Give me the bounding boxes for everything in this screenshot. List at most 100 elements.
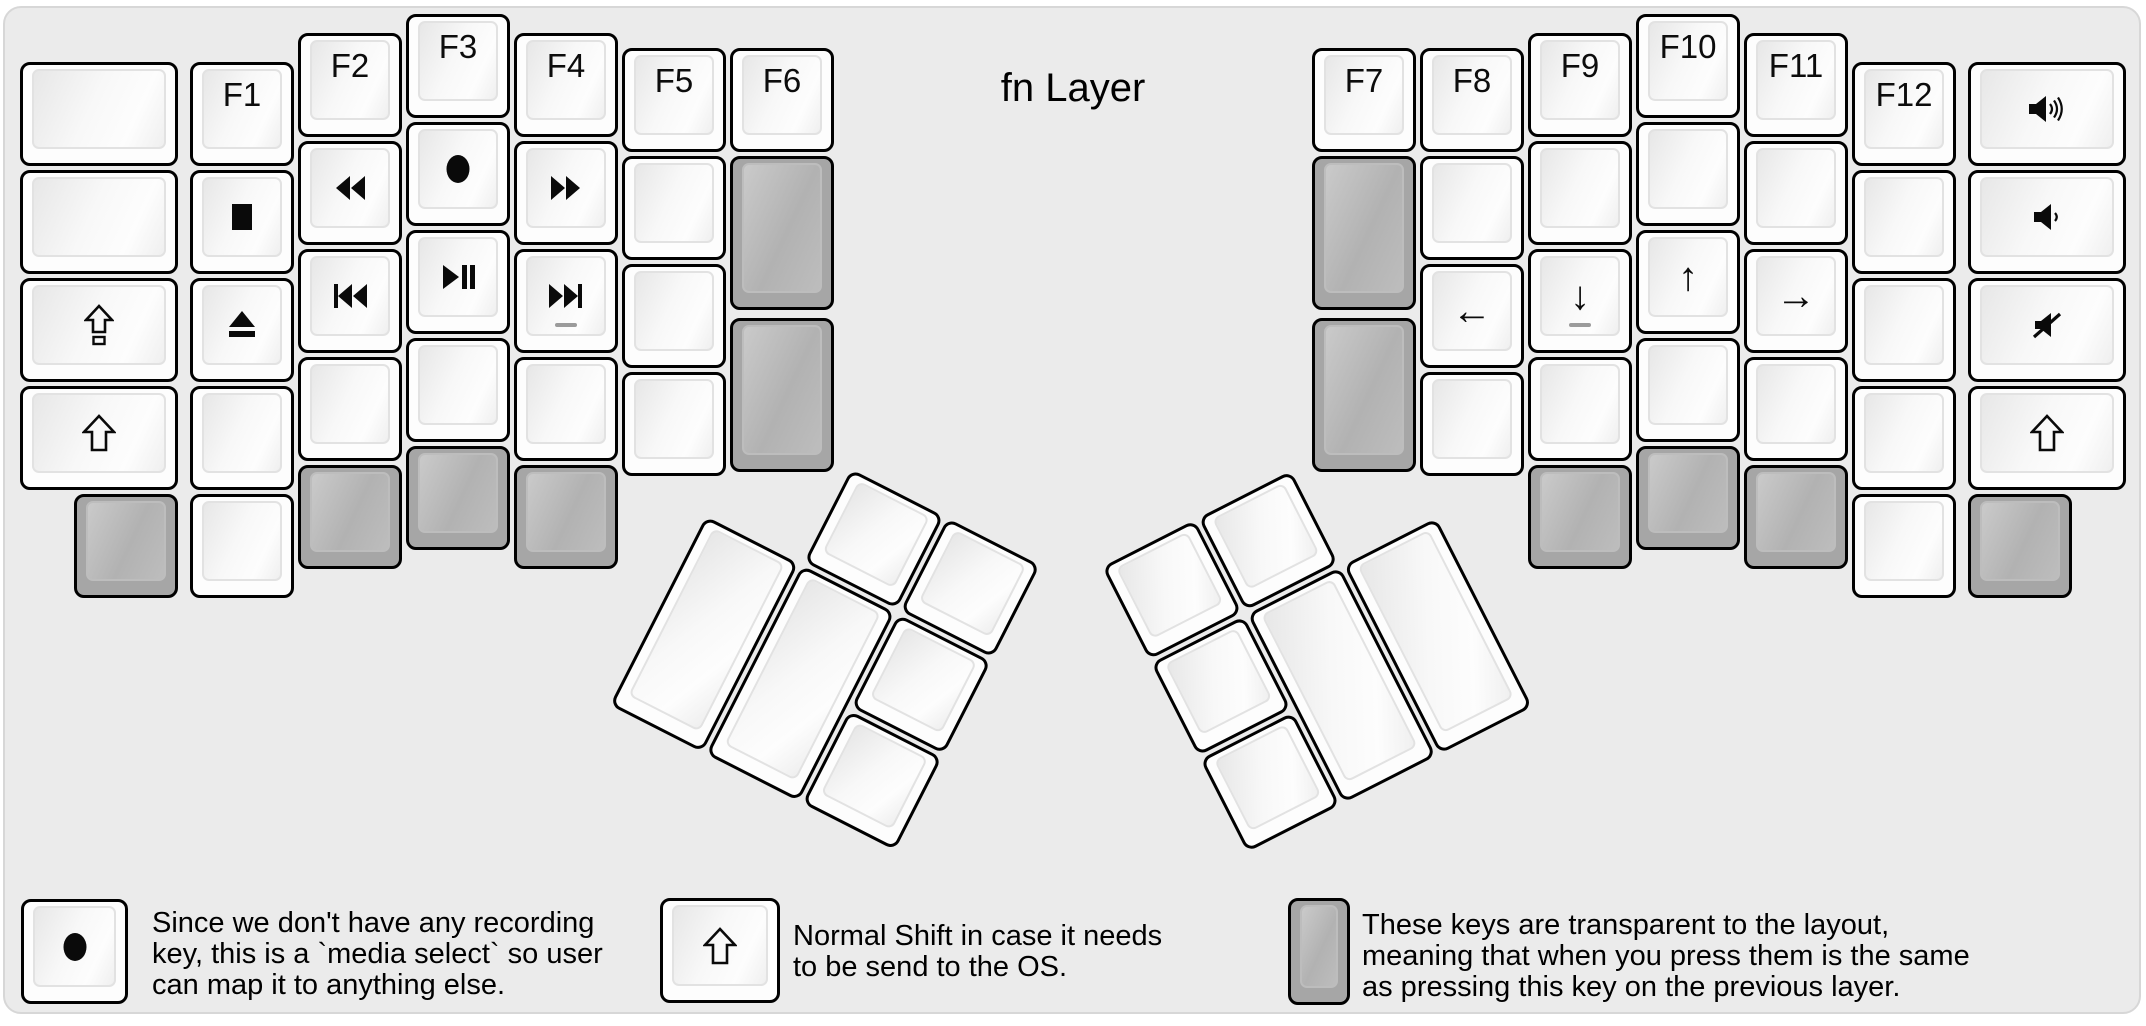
key-label: F5 bbox=[654, 62, 694, 99]
key-cap bbox=[1648, 129, 1728, 209]
key-cap bbox=[1540, 148, 1620, 228]
key-cap bbox=[32, 393, 166, 473]
key-label: ↑ bbox=[1678, 255, 1698, 299]
key-transparent bbox=[1744, 465, 1848, 569]
fast-forward-icon bbox=[550, 175, 582, 201]
key-cap bbox=[32, 69, 166, 149]
key-cap bbox=[1324, 325, 1404, 455]
key-cap: F9 bbox=[1540, 40, 1620, 120]
key-f6: F6 bbox=[730, 48, 834, 152]
key-shift-left bbox=[20, 386, 178, 490]
key-cap bbox=[1864, 501, 1944, 581]
legend-line: These keys are transparent to the layout… bbox=[1362, 909, 1890, 941]
key-cap bbox=[1432, 379, 1512, 459]
key-next-track bbox=[514, 249, 618, 353]
key-cap bbox=[634, 379, 714, 459]
legend-transparent-keys-text: These keys are transparent to the layout… bbox=[1362, 910, 1970, 1003]
key-cap bbox=[526, 472, 606, 552]
key-transparent bbox=[1968, 494, 2072, 598]
key-cap bbox=[1756, 148, 1836, 228]
key-cap bbox=[742, 163, 822, 293]
key-blank bbox=[622, 264, 726, 368]
shift-icon bbox=[703, 926, 737, 965]
key-f11: F11 bbox=[1744, 33, 1848, 137]
volume-down-icon bbox=[2032, 202, 2062, 232]
shift-icon bbox=[82, 414, 116, 452]
key-record bbox=[406, 122, 510, 226]
key-cap bbox=[1432, 163, 1512, 243]
key-label: F6 bbox=[762, 62, 802, 99]
key-cap bbox=[32, 177, 166, 257]
key-blank bbox=[190, 494, 294, 598]
key-cap: F11 bbox=[1756, 40, 1836, 120]
key-blank bbox=[514, 357, 618, 461]
key-transparent bbox=[730, 156, 834, 310]
key-transparent bbox=[74, 494, 178, 598]
key-label: F9 bbox=[1560, 47, 1600, 84]
key-cap: → bbox=[1756, 256, 1836, 336]
key-transparent bbox=[514, 465, 618, 569]
legend-line: Since we don't have any recording bbox=[152, 907, 595, 939]
key-transparent bbox=[1312, 156, 1416, 310]
key-label: F8 bbox=[1452, 62, 1492, 99]
play-pause-icon bbox=[441, 264, 475, 290]
key-f2: F2 bbox=[298, 33, 402, 137]
key-cap bbox=[672, 905, 768, 986]
key-eject bbox=[190, 278, 294, 382]
key-cap bbox=[202, 501, 282, 581]
key-f8: F8 bbox=[1420, 48, 1524, 152]
key-cap: F4 bbox=[526, 40, 606, 120]
key-transparent bbox=[1636, 446, 1740, 550]
key-cap bbox=[1864, 285, 1944, 365]
key-cap: F10 bbox=[1648, 21, 1728, 101]
key-cap bbox=[526, 256, 606, 336]
key-volume-down bbox=[1968, 170, 2126, 274]
key-blank bbox=[1636, 338, 1740, 442]
key-cap bbox=[1980, 285, 2114, 365]
record-icon bbox=[445, 154, 471, 184]
key-cap bbox=[310, 256, 390, 336]
next-track-icon bbox=[548, 283, 584, 309]
rewind-icon bbox=[334, 175, 366, 201]
key-blank bbox=[1744, 357, 1848, 461]
key-cap bbox=[202, 285, 282, 365]
key-cap bbox=[202, 177, 282, 257]
key-fast-forward bbox=[514, 141, 618, 245]
key-label: F12 bbox=[1875, 76, 1933, 113]
key-cap bbox=[1864, 393, 1944, 473]
key-f3: F3 bbox=[406, 14, 510, 118]
key-caps-lock bbox=[20, 278, 178, 382]
key-arrow-right: → bbox=[1744, 249, 1848, 353]
key-stop bbox=[190, 170, 294, 274]
key-cap: F5 bbox=[634, 55, 714, 135]
key-cap bbox=[1324, 163, 1404, 293]
key-cap bbox=[1756, 364, 1836, 444]
key-f12: F12 bbox=[1852, 62, 1956, 166]
key-blank bbox=[298, 357, 402, 461]
key-mute bbox=[1968, 278, 2126, 382]
record-icon bbox=[62, 932, 88, 962]
key-arrow-up: ↑ bbox=[1636, 230, 1740, 334]
key-f10: F10 bbox=[1636, 14, 1740, 118]
key-cap bbox=[1980, 69, 2114, 149]
key-label: ← bbox=[1452, 289, 1492, 333]
key-cap bbox=[418, 453, 498, 533]
key-cap: F6 bbox=[742, 55, 822, 135]
homing-bar bbox=[1569, 323, 1591, 327]
legend-record-key bbox=[21, 899, 128, 1004]
key-blank bbox=[1852, 278, 1956, 382]
key-cap bbox=[418, 129, 498, 209]
key-transparent bbox=[1312, 318, 1416, 472]
key-blank bbox=[1528, 357, 1632, 461]
legend-line: can map it to anything else. bbox=[152, 969, 506, 1001]
shift-icon bbox=[2030, 414, 2064, 452]
key-rewind bbox=[298, 141, 402, 245]
key-cap: F2 bbox=[310, 40, 390, 120]
key-cap bbox=[1300, 905, 1338, 988]
key-play-pause bbox=[406, 230, 510, 334]
key-cap bbox=[526, 364, 606, 444]
key-cap bbox=[1756, 472, 1836, 552]
legend-line: meaning that when you press them is the … bbox=[1362, 940, 1970, 972]
key-cap bbox=[202, 393, 282, 473]
